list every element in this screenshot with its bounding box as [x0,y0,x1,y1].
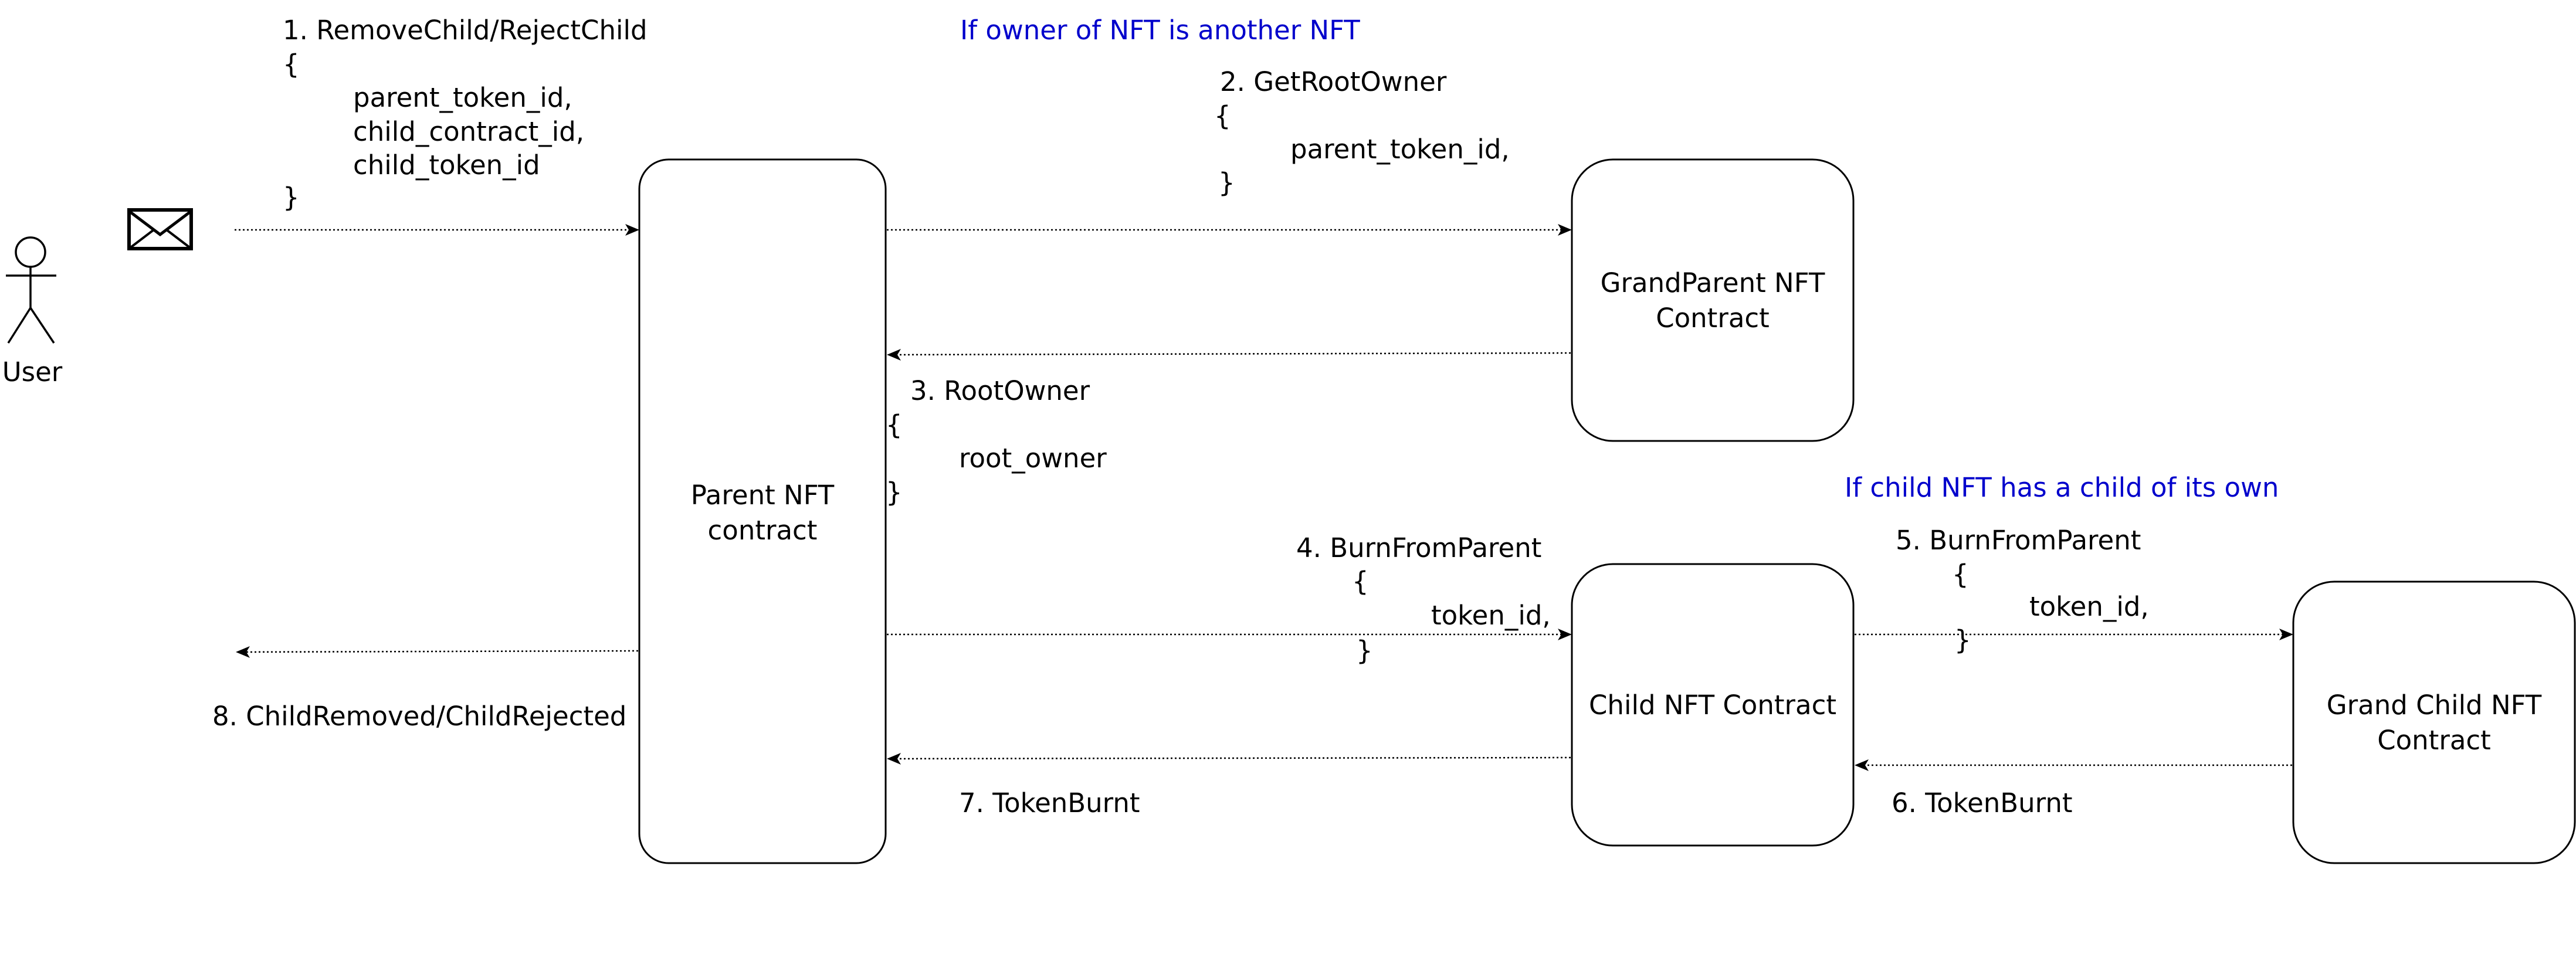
parent-nft-contract-box [638,158,887,864]
arrow-head-burn-from-parent-4 [1558,629,1572,640]
envelope-icon [127,208,193,250]
arrow-head-token-burnt-6 [1855,759,1869,771]
msg1-param-parent-token-id: parent_token_id, [353,82,572,113]
arrow-child-removed [245,650,639,653]
arrow-head-remove-child [625,224,639,236]
user-label: User [2,357,63,388]
arrow-token-burnt-7 [896,756,1571,760]
msg5-close-brace: } [1954,624,1971,656]
arrow-head-token-burnt-7 [887,753,901,765]
msg1-close-brace: } [283,182,300,213]
msg1-title: 1. RemoveChild/RejectChild [283,15,648,46]
child-nft-contract-box [1571,563,1855,847]
msg3-close-brace: } [886,477,903,508]
parent-box-label-line2: contract [708,515,818,546]
msg2-close-brace: } [1218,167,1235,198]
msg2-title: 2. GetRootOwner [1220,66,1447,97]
grandchild-nft-contract-box [2292,580,2576,864]
msg2-param-parent-token-id: parent_token_id, [1290,134,1510,165]
msg2-open-brace: { [1214,100,1231,131]
grandchild-box-label-line1: Grand Child NFT [2327,690,2542,721]
arrow-head-get-root-owner [1558,224,1572,236]
grandchild-box-label-line2: Contract [2377,725,2491,756]
condition-child-has-child: If child NFT has a child of its own [1845,472,2279,503]
msg5-open-brace: { [1952,559,1969,590]
msg5-param-token-id: token_id, [2029,591,2149,622]
msg4-title: 4. BurnFromParent [1296,532,1541,563]
msg6-title: 6. TokenBurnt [1892,787,2073,819]
arrow-head-child-removed [236,646,250,658]
msg3-param-root-owner: root_owner [959,443,1107,474]
grandparent-box-label-line1: GrandParent NFT [1601,267,1825,298]
arrow-root-owner [896,352,1571,356]
msg1-open-brace: { [283,49,300,80]
condition-owner-is-nft: If owner of NFT is another NFT [960,15,1360,46]
parent-box-label-line1: Parent NFT [691,480,835,511]
msg4-param-token-id: token_id, [1431,600,1551,631]
msg1-param-child-token-id: child_token_id [353,150,540,181]
msg7-title: 7. TokenBurnt [959,787,1140,819]
user-icon [6,236,56,344]
grandparent-nft-contract-box [1571,158,1855,442]
msg4-close-brace: } [1356,635,1373,666]
msg8-title: 8. ChildRemoved/ChildRejected [212,701,626,732]
grandparent-box-label-line2: Contract [1656,303,1770,334]
msg5-title: 5. BurnFromParent [1896,525,2141,556]
arrow-head-burn-from-parent-5 [2279,629,2293,640]
arrow-head-root-owner [887,349,901,361]
msg3-title: 3. RootOwner [910,375,1090,406]
child-box-label: Child NFT Contract [1589,690,1836,721]
msg3-open-brace: { [886,409,903,440]
msg4-open-brace: { [1352,566,1369,597]
msg1-param-child-contract-id: child_contract_id, [353,116,584,147]
